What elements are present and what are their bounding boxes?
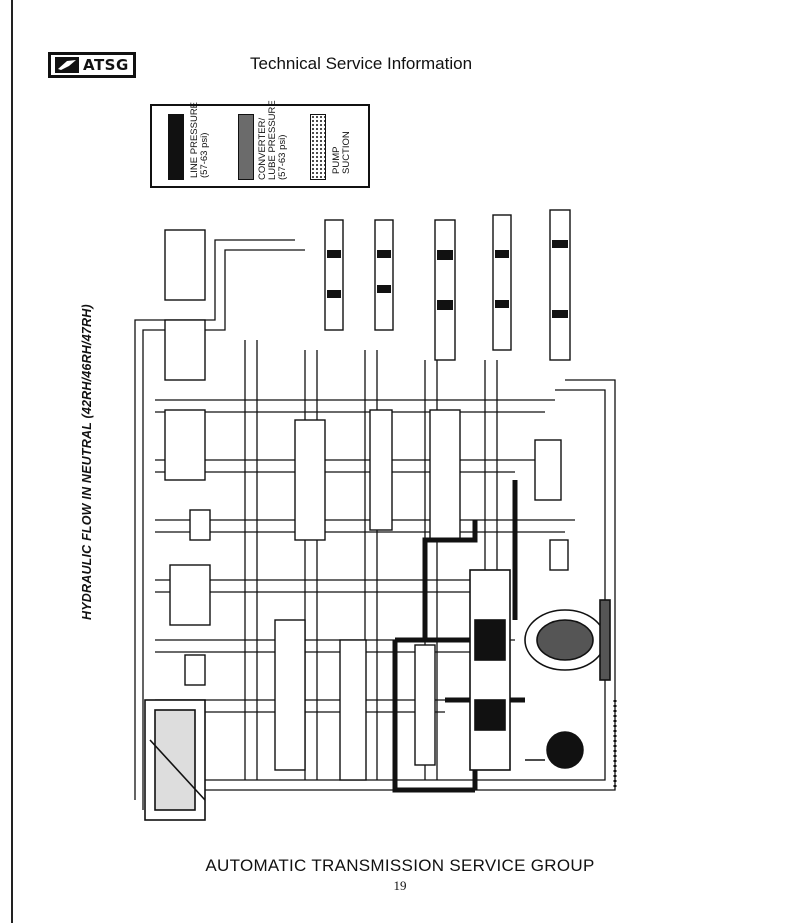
line-pressure-swatch (168, 114, 184, 180)
pump-suction-swatch (310, 114, 326, 180)
binding-edge (11, 0, 13, 923)
footer-group-name: AUTOMATIC TRANSMISSION SERVICE GROUP (205, 856, 595, 875)
atsg-car-icon (55, 57, 79, 73)
diagram-title: HYDRAULIC FLOW IN NEUTRAL (42RH/46RH/47R… (80, 304, 94, 620)
legend-item-converter-pressure: CONVERTER/ LUBE PRESSURE (57-63 psi) (230, 100, 292, 182)
logo-text: ATSG (83, 56, 129, 74)
atsg-logo: ATSG (48, 52, 136, 78)
converter-pressure-swatch (238, 114, 254, 180)
legend-item-pump-suction: PUMP SUCTION (302, 112, 364, 182)
page-header-title: Technical Service Information (250, 54, 473, 73)
pressure-legend: LINE PRESSURE (57-63 psi) CONVERTER/ LUB… (150, 100, 370, 188)
hydraulic-schematic (134, 209, 617, 821)
legend-item-line-pressure: LINE PRESSURE (57-63 psi) (160, 102, 222, 182)
page-number: 19 (393, 878, 407, 893)
